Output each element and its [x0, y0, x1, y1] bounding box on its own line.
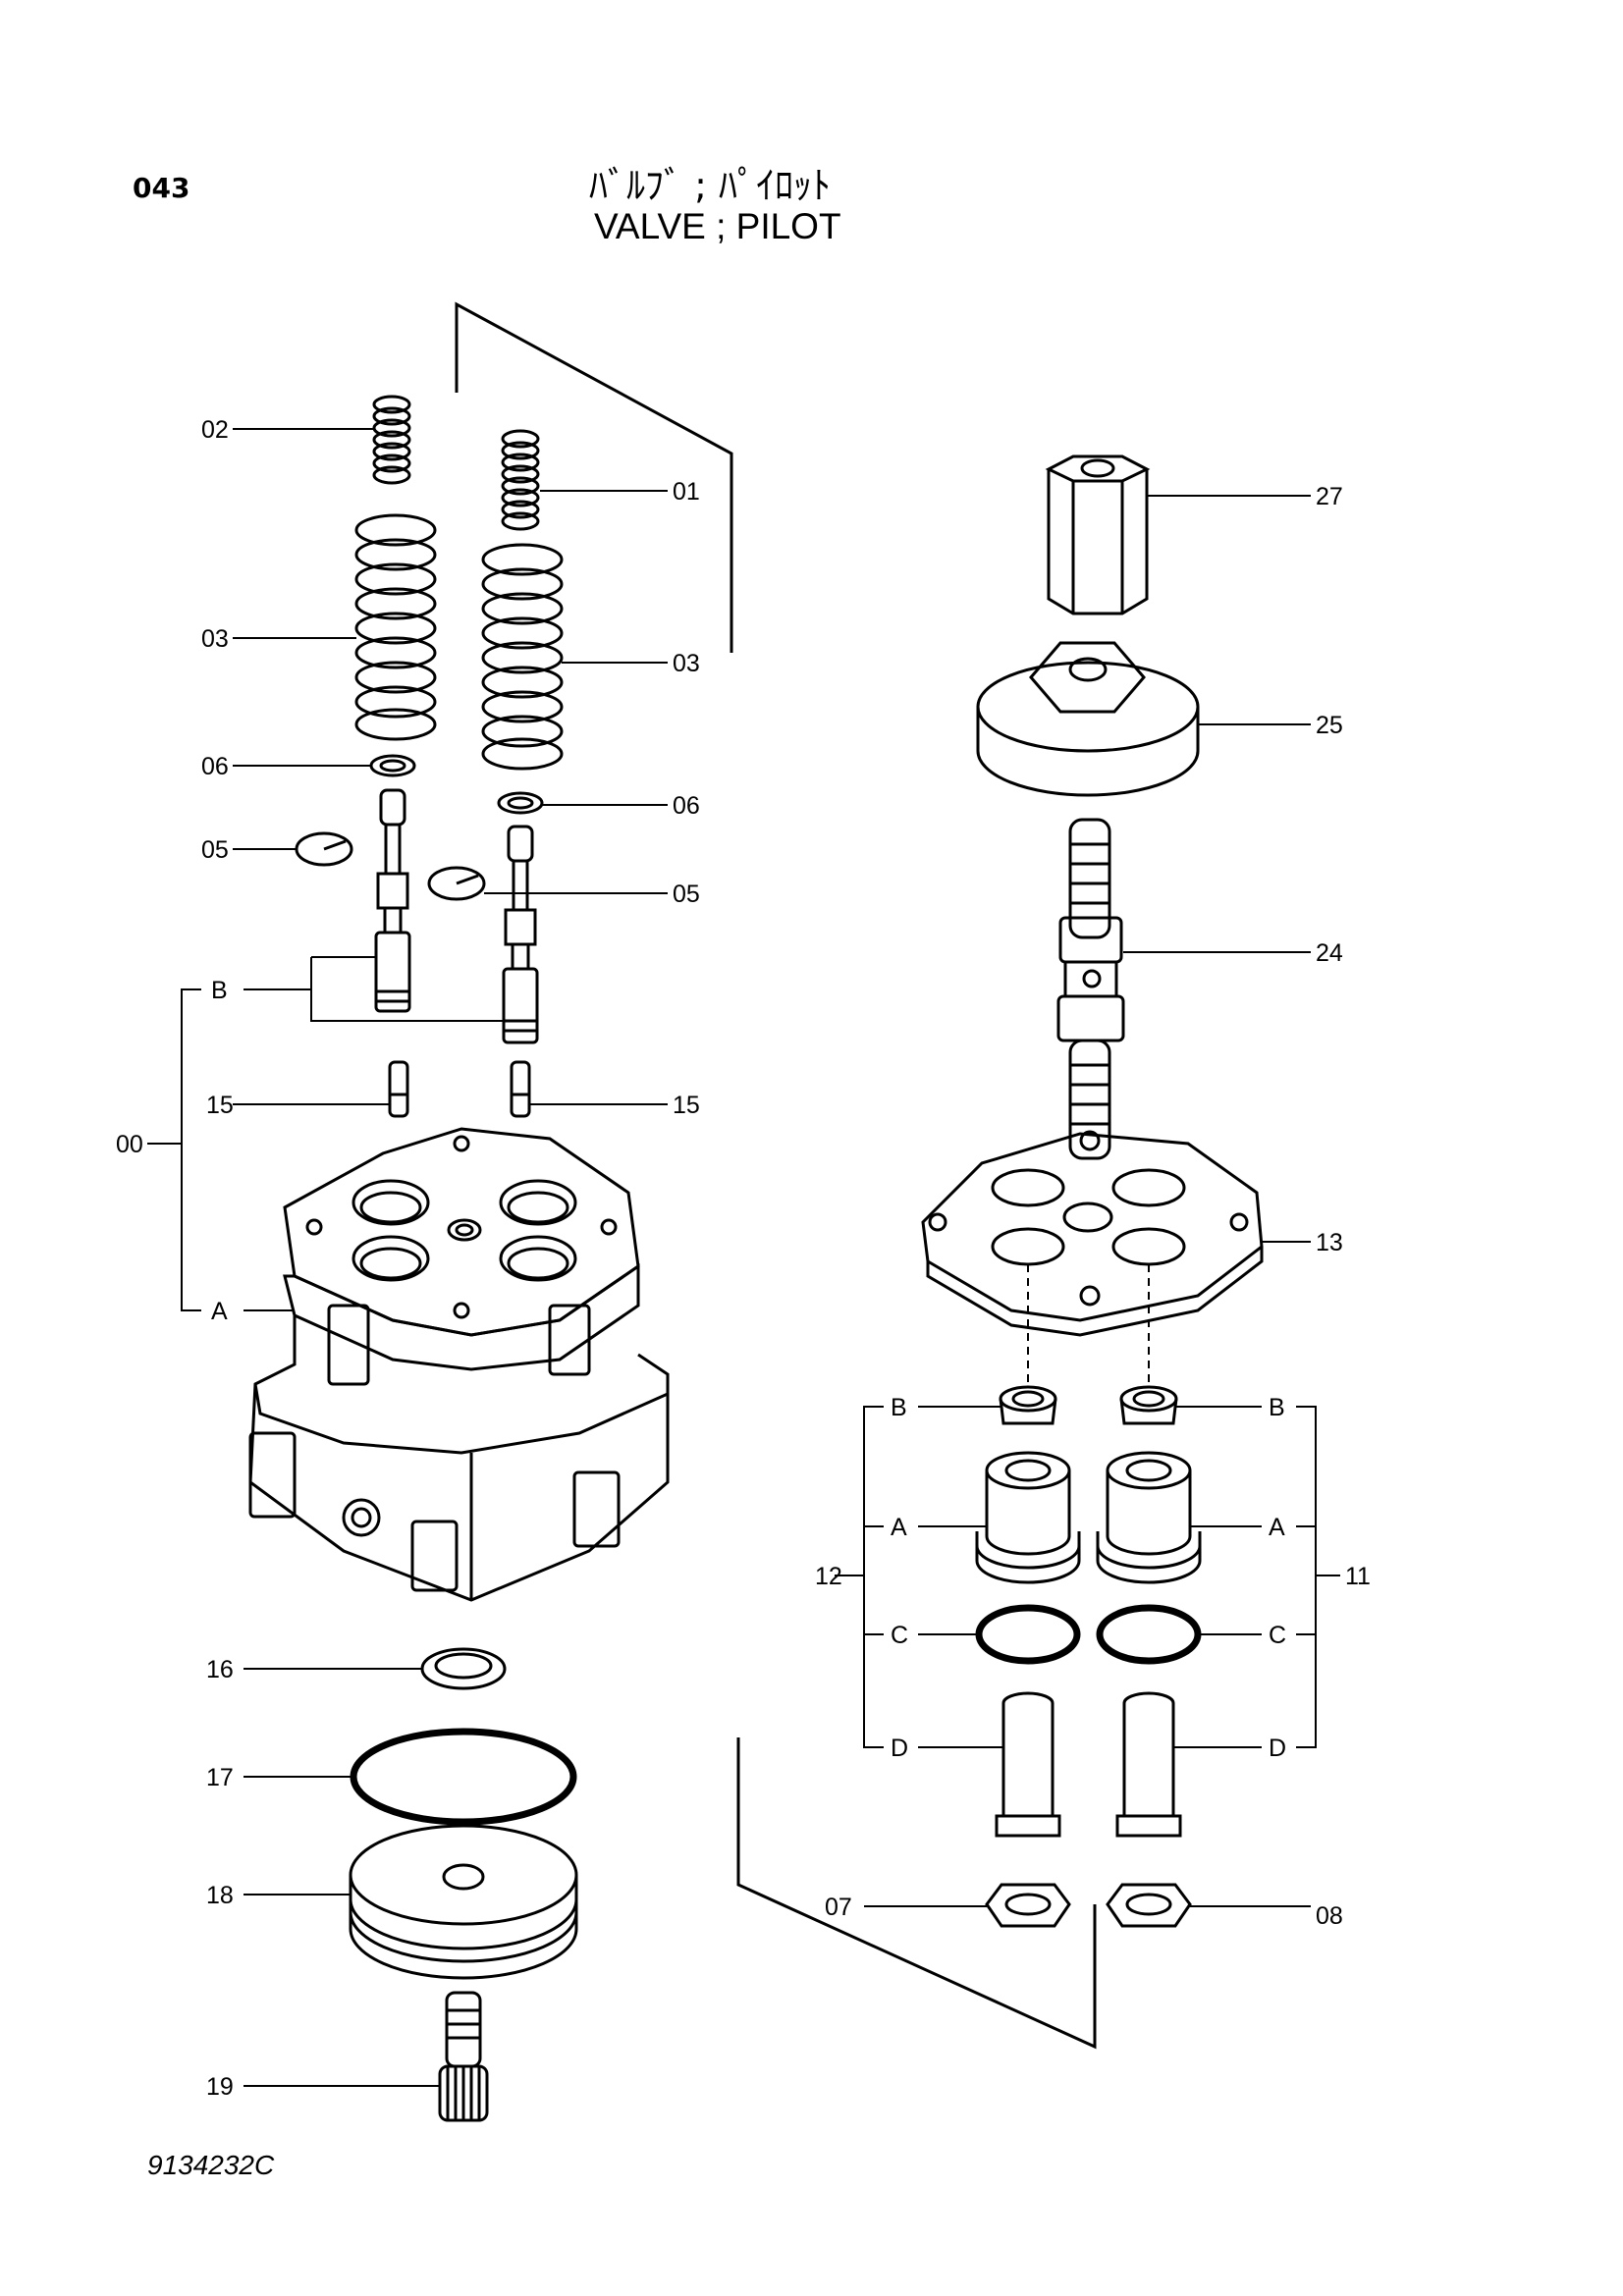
pin-15-left [388, 1060, 409, 1118]
callout-12-C: C [891, 1622, 908, 1649]
callout-12-D: D [891, 1735, 908, 1762]
callout-19: 19 [206, 2073, 234, 2101]
callout-12-A: A [891, 1514, 907, 1541]
callout-16: 16 [206, 1656, 234, 1683]
o-ring-17 [350, 1728, 577, 1826]
callout-11-C: C [1269, 1622, 1286, 1649]
callout-06-left: 06 [201, 753, 229, 780]
group-bracket-bottom [736, 1737, 1097, 2050]
spring-02 [372, 395, 411, 485]
callout-02: 02 [201, 416, 229, 444]
callout-25: 25 [1316, 712, 1343, 739]
washer-06-right [497, 791, 544, 815]
callout-12: 12 [815, 1563, 842, 1590]
callout-08: 08 [1316, 1902, 1343, 1930]
callout-B-left: B [211, 977, 228, 1004]
callout-03-left: 03 [201, 625, 229, 653]
callout-01: 01 [673, 478, 700, 506]
callout-03-right: 03 [673, 650, 700, 677]
spring-03-right [481, 543, 564, 771]
callout-00: 00 [116, 1131, 143, 1158]
spring-01 [501, 429, 540, 531]
plunger-right [502, 825, 539, 1044]
coupling-27 [1045, 454, 1151, 615]
screw-19 [438, 1991, 489, 2122]
callout-15-right: 15 [673, 1092, 700, 1119]
callout-07: 07 [825, 1894, 852, 1921]
callout-24: 24 [1316, 939, 1343, 967]
callout-11-A: A [1269, 1514, 1285, 1541]
sleeve-set-11 [1096, 1385, 1202, 1928]
callout-05-left: 05 [201, 836, 229, 864]
plate-13 [921, 1130, 1264, 1384]
valve-body [248, 1127, 670, 1602]
plunger-left [374, 788, 411, 1013]
title-japanese: ﾊﾞﾙﾌﾞ ; ﾊﾟｲﾛｯﾄ [589, 164, 831, 207]
page-number: 043 [133, 172, 190, 204]
callout-11-B: B [1269, 1394, 1285, 1421]
callout-17: 17 [206, 1764, 234, 1791]
callout-05-right: 05 [673, 881, 700, 908]
callout-12-B: B [891, 1394, 907, 1421]
callout-11-D: D [1269, 1735, 1286, 1762]
callout-06-right: 06 [673, 792, 700, 820]
plate-25 [976, 641, 1200, 797]
joint-24 [1056, 818, 1125, 1160]
callout-11: 11 [1345, 1563, 1371, 1590]
callout-27: 27 [1316, 483, 1343, 510]
callout-13: 13 [1316, 1229, 1343, 1256]
drawing-number: 9134232C [147, 2150, 275, 2180]
washer-06-left [369, 754, 416, 777]
group-bracket-top [455, 301, 733, 653]
plug-18 [349, 1824, 578, 1980]
callout-18: 18 [206, 1882, 234, 1909]
callout-15-left: 15 [206, 1092, 234, 1119]
clip-05-right [427, 866, 486, 901]
spring-03-left [354, 513, 437, 741]
sleeve-set-12 [975, 1385, 1081, 1928]
pin-15-right [510, 1060, 531, 1118]
seal-16 [420, 1647, 507, 1690]
callout-A-left: A [211, 1298, 228, 1325]
title-english: VALVE ; PILOT [594, 206, 841, 246]
clip-05-left [295, 831, 353, 867]
